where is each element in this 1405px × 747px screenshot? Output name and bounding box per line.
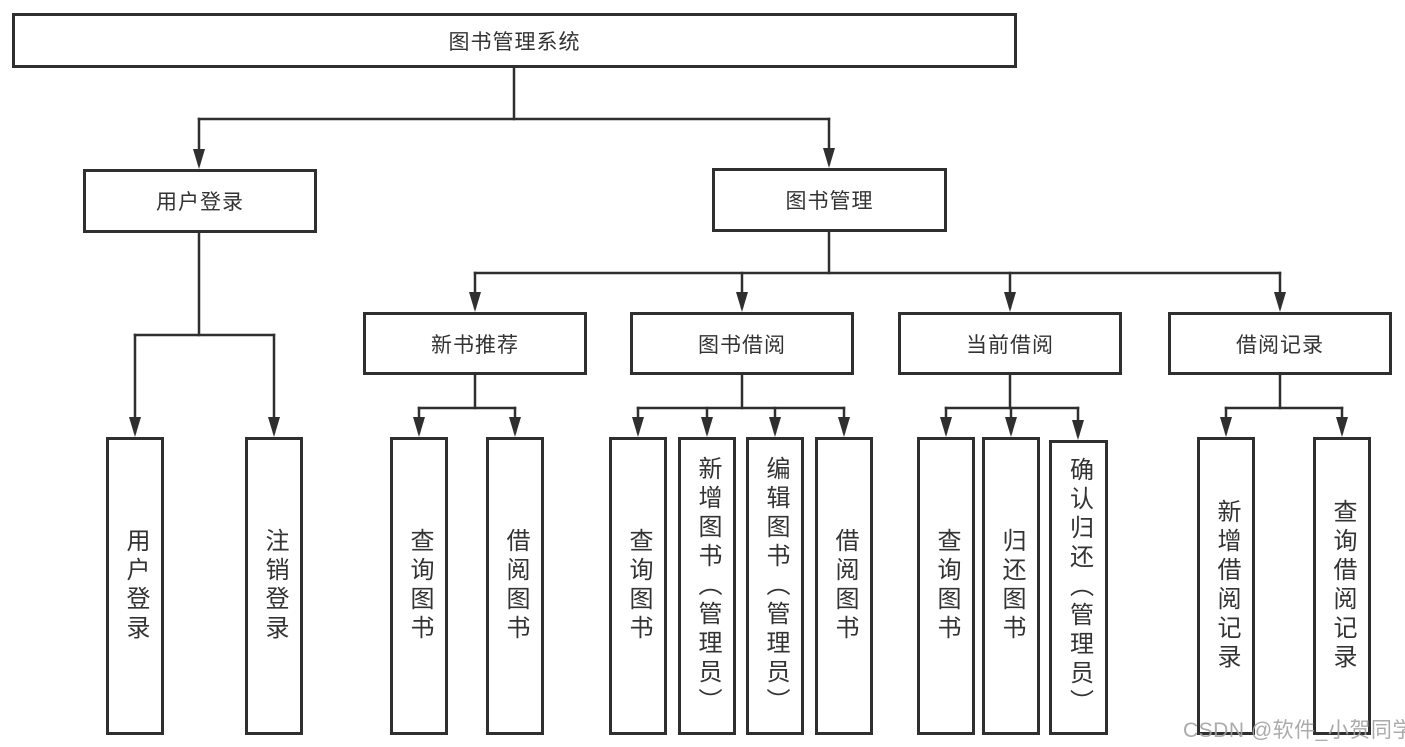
- node-library-system: 图书管理系统: [12, 13, 1017, 68]
- leaf-add-borrow-record: 新增借阅记录: [1197, 437, 1255, 735]
- leaf-borrow-books-1: 借阅图书: [486, 437, 544, 735]
- leaf-return-book: 归还图书: [982, 437, 1040, 735]
- leaf-add-book-admin: 新增图书（管理员）: [678, 437, 736, 735]
- leaf-query-books-1: 查询图书: [390, 437, 448, 735]
- leaf-query-books-2: 查询图书: [609, 437, 667, 735]
- leaf-confirm-return-admin: 确认归还（管理员）: [1049, 440, 1108, 735]
- leaf-logout: 注销登录: [245, 437, 303, 735]
- leaf-user-login: 用户登录: [106, 437, 164, 735]
- node-book-borrow: 图书借阅: [630, 312, 854, 375]
- leaf-borrow-books-2: 借阅图书: [815, 437, 873, 735]
- node-borrow-records: 借阅记录: [1168, 312, 1392, 375]
- node-new-book-recommend: 新书推荐: [363, 312, 587, 375]
- node-user-login: 用户登录: [83, 169, 317, 233]
- leaf-query-books-3: 查询图书: [917, 437, 975, 735]
- node-current-borrow: 当前借阅: [898, 312, 1122, 375]
- leaf-query-borrow-record: 查询借阅记录: [1313, 437, 1371, 735]
- node-book-management: 图书管理: [712, 168, 947, 232]
- csdn-watermark: CSDN @软件_小贺同学: [1183, 719, 1405, 742]
- leaf-edit-book-admin: 编辑图书（管理员）: [746, 437, 804, 735]
